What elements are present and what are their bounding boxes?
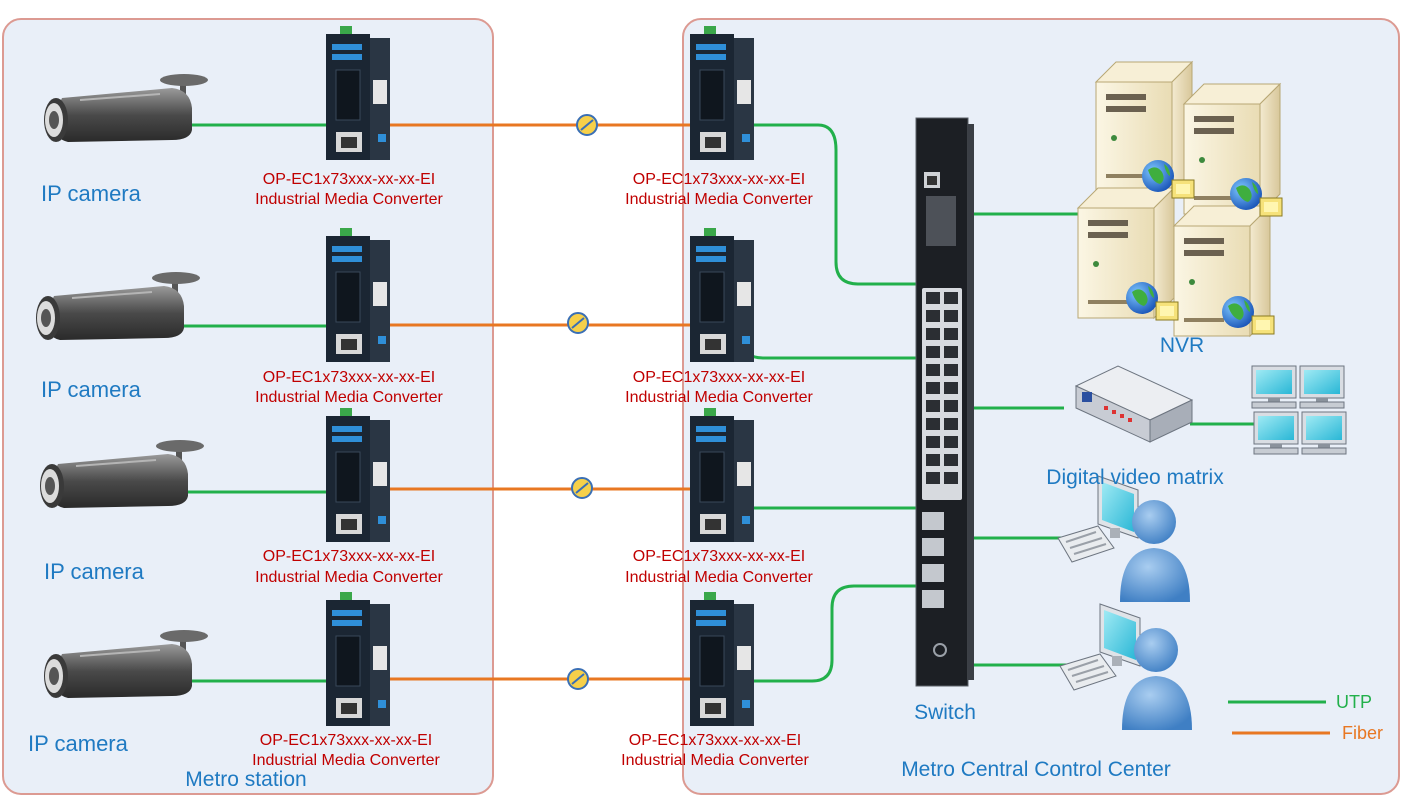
camera-label: IP camera	[41, 181, 142, 206]
converter-model-label: OP-EC1x73xxx-xx-xx-EI	[263, 171, 435, 188]
legend-utp-label: UTP	[1336, 692, 1372, 712]
converter-desc-label: Industrial Media Converter	[255, 191, 443, 208]
converter-desc-label: Industrial Media Converter	[255, 569, 443, 586]
converter-model-label: OP-EC1x73xxx-xx-xx-EI	[633, 369, 805, 386]
converter-model-label: OP-EC1x73xxx-xx-xx-EI	[263, 548, 435, 565]
converter-model-label: OP-EC1x73xxx-xx-xx-EI	[633, 171, 805, 188]
media-converter-icon	[325, 407, 391, 543]
utp-link	[752, 584, 918, 683]
fiber-coupler-icon	[576, 114, 598, 136]
legend-fiber-label: Fiber	[1342, 723, 1383, 743]
control-center-title: Metro Central Control Center	[901, 758, 1171, 781]
switch-icon	[915, 117, 974, 687]
converter-desc-label: Industrial Media Converter	[625, 569, 813, 586]
utp-link	[752, 123, 918, 286]
fiber-coupler-icon	[571, 477, 593, 499]
converter-model-label: OP-EC1x73xxx-xx-xx-EI	[260, 732, 432, 749]
camera-label: IP camera	[41, 377, 142, 402]
converter-desc-label: Industrial Media Converter	[621, 752, 809, 769]
switch-label: Switch	[914, 701, 976, 724]
camera-label: IP camera	[28, 731, 129, 756]
converter-desc-label: Industrial Media Converter	[255, 389, 443, 406]
media-converter-icon	[689, 227, 755, 363]
nvr-label: NVR	[1160, 334, 1204, 357]
matrix-label: Digital video matrix	[1046, 466, 1224, 489]
monitor-icon	[1253, 411, 1299, 455]
video-matrix-icon	[1074, 365, 1194, 443]
fiber-coupler-icon	[567, 312, 589, 334]
converter-desc-label: Industrial Media Converter	[625, 191, 813, 208]
converter-desc-label: Industrial Media Converter	[625, 389, 813, 406]
media-converter-icon	[689, 591, 755, 727]
media-converter-icon	[325, 591, 391, 727]
monitor-icon	[1251, 365, 1297, 409]
media-converter-icon	[689, 25, 755, 161]
converter-desc-label: Industrial Media Converter	[252, 752, 440, 769]
media-converter-icon	[689, 407, 755, 543]
monitor-icon	[1299, 365, 1345, 409]
metro-station-title: Metro station	[185, 768, 306, 791]
converter-model-label: OP-EC1x73xxx-xx-xx-EI	[629, 732, 801, 749]
monitor-icon	[1301, 411, 1347, 455]
media-converter-icon	[325, 227, 391, 363]
converter-model-label: OP-EC1x73xxx-xx-xx-EI	[633, 548, 805, 565]
camera-label: IP camera	[44, 559, 145, 584]
converter-model-label: OP-EC1x73xxx-xx-xx-EI	[263, 369, 435, 386]
metro-station-region	[2, 18, 494, 795]
media-converter-icon	[325, 25, 391, 161]
fiber-coupler-icon	[567, 668, 589, 690]
nvr-server-icon	[1077, 187, 1175, 319]
